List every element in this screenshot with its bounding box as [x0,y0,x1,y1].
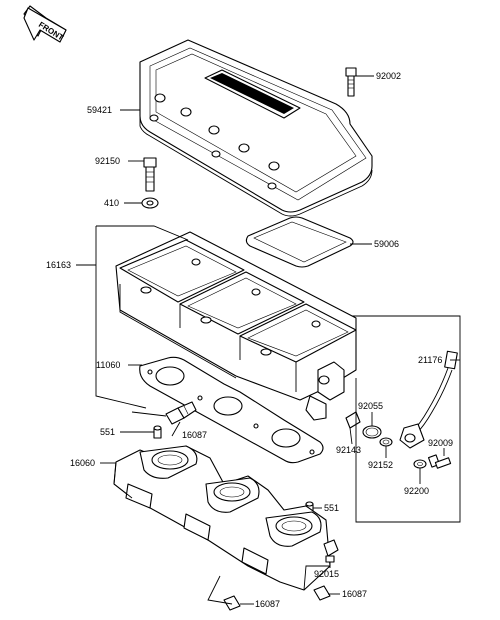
label-59421: 59421 [87,105,112,115]
label-16087-upper: 16087 [182,430,207,440]
label-16087-lower-left: 16087 [255,599,280,609]
plug-92143 [345,411,361,429]
label-11060: 11060 [96,360,120,370]
label-16060: 16060 [70,458,95,468]
bolt-92002 [345,67,357,97]
label-92143: 92143 [336,445,361,455]
sensor-21176 [399,350,458,449]
exhaust-manifold-16060 [113,445,331,591]
washer-92200 [413,459,427,469]
label-551-lower: 551 [324,503,339,513]
label-59006: 59006 [374,239,399,249]
label-21176: 21176 [418,355,442,365]
label-551-upper: 551 [100,427,115,437]
plug-92015 [323,539,339,563]
sensor-16087-lower-right [313,585,331,601]
gasket-11060 [139,356,324,464]
o-ring-92055 [362,425,382,439]
front-arrow-icon: FRONT [23,5,67,43]
washer-92152 [379,437,393,447]
dowel-pin-551-upper [153,425,162,439]
label-16163: 16163 [46,260,71,270]
label-16087-lower-right: 16087 [342,589,367,599]
gasket-59006 [245,216,354,268]
label-92055: 92055 [358,401,383,411]
leader-lines [76,75,461,605]
label-92152: 92152 [368,460,393,470]
cylinder-head-16163 [115,231,357,421]
label-92002: 92002 [376,71,401,81]
label-92009: 92009 [428,438,453,448]
bolt-92009 [427,454,452,469]
head-cover-59421 [139,39,373,217]
spark-plug-16087-upper [165,401,197,425]
label-92200: 92200 [404,486,429,496]
label-92150: 92150 [95,156,120,166]
part-labels: 92002 59421 92150 410 59006 16163 21176 … [46,71,453,609]
label-410: 410 [104,198,119,208]
bolt-92150 [143,157,157,192]
label-92015: 92015 [314,569,339,579]
washer-410 [141,197,159,209]
sensor-16087-lower-left [223,595,241,611]
